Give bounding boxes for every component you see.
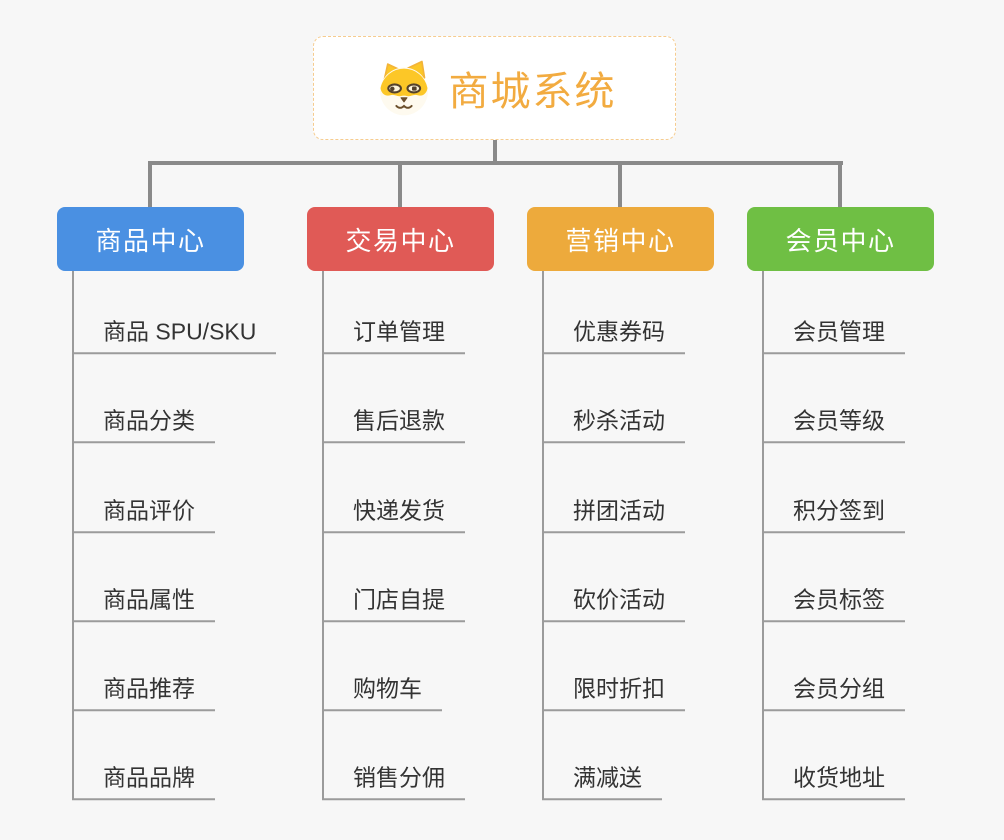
item-points-checkin[interactable]: 积分签到 xyxy=(762,496,905,533)
connector-drop-product xyxy=(148,161,152,207)
item-product-spu-sku[interactable]: 商品 SPU/SKU xyxy=(72,317,277,354)
branch-box-marketing-center[interactable]: 营销中心 xyxy=(527,207,714,271)
connector-horizontal-bar xyxy=(148,161,843,165)
item-shipping-address[interactable]: 收货地址 xyxy=(762,763,905,800)
item-product-attribute[interactable]: 商品属性 xyxy=(72,585,215,622)
branch-trunk-line xyxy=(762,271,764,800)
item-shopping-cart[interactable]: 购物车 xyxy=(322,674,442,711)
item-coupon-code[interactable]: 优惠券码 xyxy=(542,317,685,354)
connector-drop-marketing xyxy=(618,161,622,207)
item-store-pickup[interactable]: 门店自提 xyxy=(322,585,465,622)
item-limited-time-discount[interactable]: 限时折扣 xyxy=(542,674,685,711)
branch-trunk-line xyxy=(542,271,544,800)
root-node-mall-system[interactable]: 商城系统 xyxy=(313,36,676,140)
item-member-tags[interactable]: 会员标签 xyxy=(762,585,905,622)
item-order-management[interactable]: 订单管理 xyxy=(322,317,465,354)
item-member-groups[interactable]: 会员分组 xyxy=(762,674,905,711)
dog-face-icon xyxy=(373,59,435,117)
item-product-review[interactable]: 商品评价 xyxy=(72,496,215,533)
connector-drop-member xyxy=(838,161,842,207)
item-member-level[interactable]: 会员等级 xyxy=(762,406,905,443)
item-full-reduction[interactable]: 满减送 xyxy=(542,763,662,800)
branch-box-trade-center[interactable]: 交易中心 xyxy=(307,207,494,271)
item-member-management[interactable]: 会员管理 xyxy=(762,317,905,354)
item-product-category[interactable]: 商品分类 xyxy=(72,406,215,443)
item-flash-sale[interactable]: 秒杀活动 xyxy=(542,406,685,443)
connector-drop-trade xyxy=(398,161,402,207)
branch-box-product-center[interactable]: 商品中心 xyxy=(57,207,244,271)
item-express-shipping[interactable]: 快递发货 xyxy=(322,496,465,533)
branch-box-member-center[interactable]: 会员中心 xyxy=(747,207,934,271)
item-product-brand[interactable]: 商品品牌 xyxy=(72,763,215,800)
item-aftersale-refund[interactable]: 售后退款 xyxy=(322,406,465,443)
item-bargain-activity[interactable]: 砍价活动 xyxy=(542,585,685,622)
item-group-buy[interactable]: 拼团活动 xyxy=(542,496,685,533)
item-product-recommend[interactable]: 商品推荐 xyxy=(72,674,215,711)
branch-trunk-line xyxy=(72,271,74,800)
branch-trunk-line xyxy=(322,271,324,800)
connector-root-stem xyxy=(493,140,497,162)
root-title: 商城系统 xyxy=(448,70,617,114)
item-sales-commission[interactable]: 销售分佣 xyxy=(322,763,465,800)
